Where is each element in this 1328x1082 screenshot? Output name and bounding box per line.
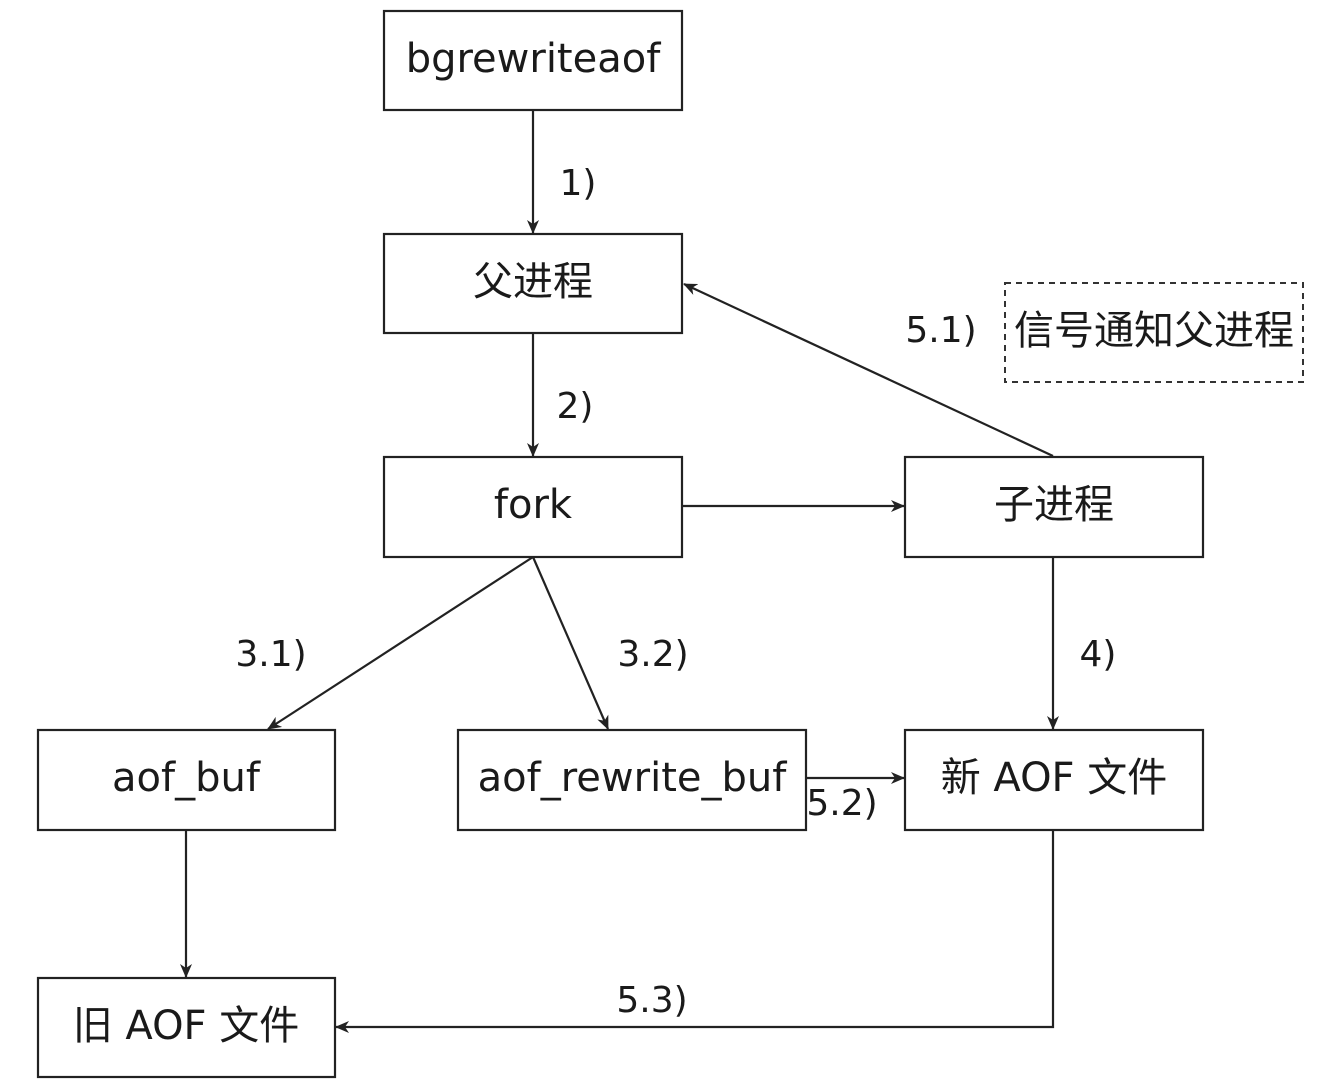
signal-note: 信号通知父进程 <box>1004 282 1304 383</box>
edge-label-4: 4) <box>1080 634 1117 675</box>
node-new-aof-file: 新 AOF 文件 <box>903 728 1205 832</box>
signal-note-label: 信号通知父进程 <box>1014 308 1294 354</box>
node-aof-rewrite-buf: aof_rewrite_buf <box>456 728 808 832</box>
edge-label-5-3: 5.3) <box>616 980 687 1021</box>
node-parent-process: 父进程 <box>382 232 684 335</box>
node-aof-rewrite-buf-label: aof_rewrite_buf <box>478 755 788 801</box>
node-old-aof-file-label: 旧 AOF 文件 <box>73 1003 300 1049</box>
node-old-aof-file: 旧 AOF 文件 <box>36 976 337 1079</box>
node-aof-buf: aof_buf <box>36 728 337 832</box>
node-new-aof-file-label: 新 AOF 文件 <box>941 755 1168 801</box>
node-bgrewriteaof: bgrewriteaof <box>382 9 684 112</box>
edge-label-5-1: 5.1) <box>905 310 976 351</box>
node-aof-buf-label: aof_buf <box>112 755 261 801</box>
edge-child-to-parent <box>683 283 1054 457</box>
node-child-process: 子进程 <box>903 455 1205 559</box>
edge-label-1: 1) <box>560 163 597 204</box>
edge-label-2: 2) <box>557 386 594 427</box>
node-child-process-label: 子进程 <box>994 482 1114 528</box>
edge-labels: 1) 2) 3.1) 3.2) 4) 5.1) 5.2) 5.3) <box>235 163 1116 1021</box>
node-parent-process-label: 父进程 <box>473 259 593 305</box>
node-fork: fork <box>382 455 684 559</box>
edge-new-aof-to-old-aof <box>335 830 1055 1033</box>
edges <box>180 110 1059 1033</box>
edge-label-3-1: 3.1) <box>235 634 306 675</box>
edge-label-3-2: 3.2) <box>617 634 688 675</box>
node-fork-label: fork <box>494 482 573 528</box>
edge-fork-to-aof-buf <box>267 556 534 730</box>
edge-fork-to-aof-rewrite-buf <box>531 556 610 730</box>
edge-label-5-2: 5.2) <box>806 783 877 824</box>
node-bgrewriteaof-label: bgrewriteaof <box>406 36 662 82</box>
